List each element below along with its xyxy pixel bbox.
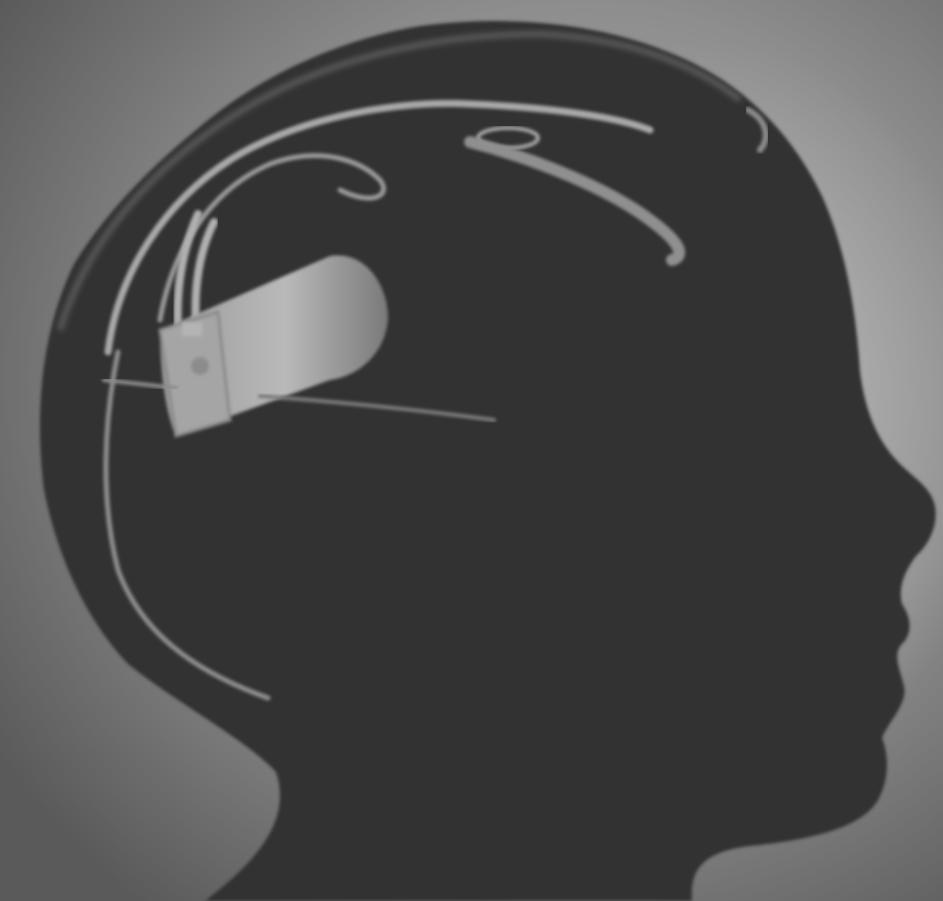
device-port (191, 357, 209, 375)
device-clip (182, 322, 202, 336)
